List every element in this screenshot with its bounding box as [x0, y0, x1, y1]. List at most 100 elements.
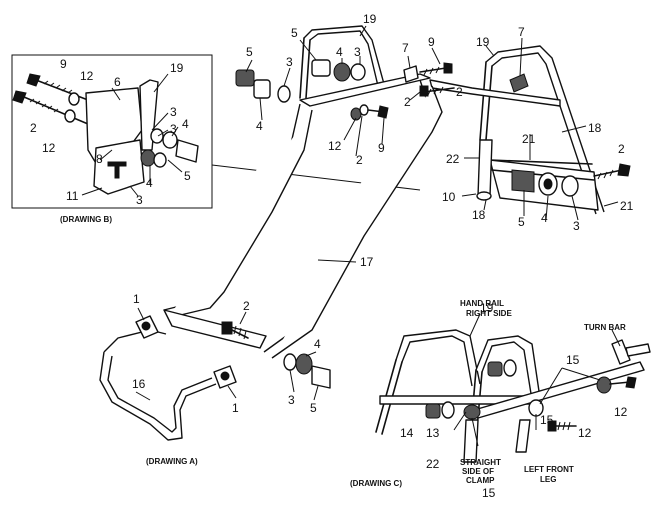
callout-5-top: 5 — [291, 26, 298, 40]
bolt-part-2-b — [12, 90, 89, 125]
caption-drawing-a: (DRAWING A) — [146, 457, 198, 466]
cross-bar-top — [299, 73, 431, 107]
bolt-part-2-top-right — [419, 85, 455, 97]
fastener-set-mid — [350, 104, 389, 121]
callout-15-c-low: 15 — [482, 486, 496, 500]
bolt-part-2-far-right — [593, 163, 631, 180]
caption-straight: STRAIGHT — [460, 458, 501, 467]
callout-7-right: 7 — [518, 25, 525, 39]
callout-1-a-low: 1 — [232, 401, 239, 415]
main-frame — [99, 25, 631, 441]
callout-21-low: 21 — [620, 199, 634, 213]
callout-21-top: 21 — [522, 132, 536, 146]
callout-4-mid: 4 — [256, 119, 263, 133]
caption-turn-bar: TURN BAR — [584, 323, 626, 332]
base-part-16 — [99, 329, 217, 441]
bolt-part-12-c-top — [609, 376, 637, 389]
callout-4-a: 4 — [314, 337, 321, 351]
clamp-part-7-top — [403, 65, 419, 83]
callout-3-mid: 3 — [286, 55, 293, 69]
roller-set-b — [140, 128, 199, 168]
caption-leg: LEG — [540, 475, 556, 484]
callout-14-c: 14 — [400, 426, 414, 440]
washer-part-12-b-left — [64, 109, 76, 123]
caption-labels: (DRAWING B) (DRAWING A) (DRAWING C) HAND… — [60, 215, 626, 488]
callout-12-b-top: 12 — [80, 69, 94, 83]
callout-3-b-mid: 3 — [170, 122, 177, 136]
callout-19-right: 19 — [476, 35, 490, 49]
callout-3-b-top: 3 — [170, 105, 177, 119]
callout-3-b-low: 3 — [136, 193, 143, 207]
callout-2-b: 2 — [30, 121, 37, 135]
callout-2-far-right: 2 — [618, 142, 625, 156]
left-front-leg — [515, 419, 531, 453]
callout-4-b-top: 4 — [182, 117, 189, 131]
drawing-b-leaders — [81, 73, 183, 197]
callout-1-a-top: 1 — [133, 292, 140, 306]
callout-5-right: 5 — [518, 215, 525, 229]
callout-12-c-top: 12 — [614, 405, 628, 419]
callout-18-low: 18 — [472, 208, 486, 222]
callout-10: 10 — [442, 190, 456, 204]
roller-set-a — [283, 353, 331, 389]
leg-part-22-c — [463, 419, 479, 463]
drawing-c — [375, 313, 651, 463]
callout-19-top: 19 — [363, 12, 377, 26]
roller-set-right — [511, 169, 579, 197]
clamp-part-15-right — [596, 376, 612, 394]
callout-2-mid: 2 — [404, 95, 411, 109]
callout-12-mid: 12 — [328, 139, 342, 153]
callout-19-b: 19 — [170, 61, 184, 75]
callout-22-right: 22 — [446, 152, 460, 166]
roller-set-top — [235, 59, 366, 103]
callout-3-a: 3 — [288, 393, 295, 407]
bolt-part-2-a — [221, 321, 249, 340]
callout-labels: 19 5 4 3 7 9 19 7 5 4 3 2 2 18 12 2 9 21… — [30, 12, 634, 500]
callout-3-right: 3 — [573, 219, 580, 233]
callout-19-c: 19 — [480, 301, 494, 315]
callout-15-c-top: 15 — [566, 353, 580, 367]
clamp-part-1-top — [135, 315, 159, 339]
clamp-part-1-low — [213, 365, 237, 389]
callout-4-b-low: 4 — [146, 176, 153, 190]
callout-8-b: 8 — [96, 152, 103, 166]
bolt-part-12-c-low — [547, 420, 577, 432]
leg-part-22 — [477, 139, 493, 197]
callout-18-right: 18 — [588, 121, 602, 135]
callout-6-b: 6 — [114, 75, 121, 89]
caption-drawing-b: (DRAWING B) — [60, 215, 112, 224]
main-leaders — [135, 25, 619, 401]
caption-right-side: RIGHT SIDE — [466, 309, 512, 318]
callout-4-right: 4 — [541, 211, 548, 225]
callout-9-mid: 9 — [378, 141, 385, 155]
callout-3-top: 3 — [354, 45, 361, 59]
callout-4-top: 4 — [336, 45, 343, 59]
callout-9-b: 9 — [60, 57, 67, 71]
callout-2-right-top: 2 — [456, 85, 463, 99]
callout-11-b: 11 — [66, 189, 79, 203]
caption-left-front: LEFT FRONT — [524, 465, 574, 474]
drawing-c-leaders — [453, 313, 621, 447]
callout-13-c: 13 — [426, 426, 440, 440]
callout-5-mid: 5 — [246, 45, 253, 59]
caption-clamp: CLAMP — [466, 476, 495, 485]
clamp-part-15-low — [463, 404, 481, 420]
callout-12-b-left: 12 — [42, 141, 56, 155]
callout-5-b: 5 — [184, 169, 191, 183]
bolt-part-9-top — [419, 62, 453, 76]
clamp-part-7-right — [509, 73, 529, 93]
caption-drawing-c: (DRAWING C) — [350, 479, 402, 488]
drawing-b-inset — [11, 54, 213, 209]
washer-part-12-b-top — [68, 92, 80, 106]
callout-16: 16 — [132, 377, 146, 391]
cross-bar-lower — [163, 309, 267, 349]
callout-17: 17 — [360, 255, 374, 269]
callout-12-c-low: 12 — [578, 426, 592, 440]
callout-2-mid-low: 2 — [356, 153, 363, 167]
caption-hand-rail: HAND RAIL — [460, 299, 504, 308]
callout-15-c-mid: 15 — [540, 413, 554, 427]
drawing-b-frame — [11, 54, 213, 209]
caption-side-of: SIDE OF — [462, 467, 494, 476]
callout-5-a: 5 — [310, 401, 317, 415]
